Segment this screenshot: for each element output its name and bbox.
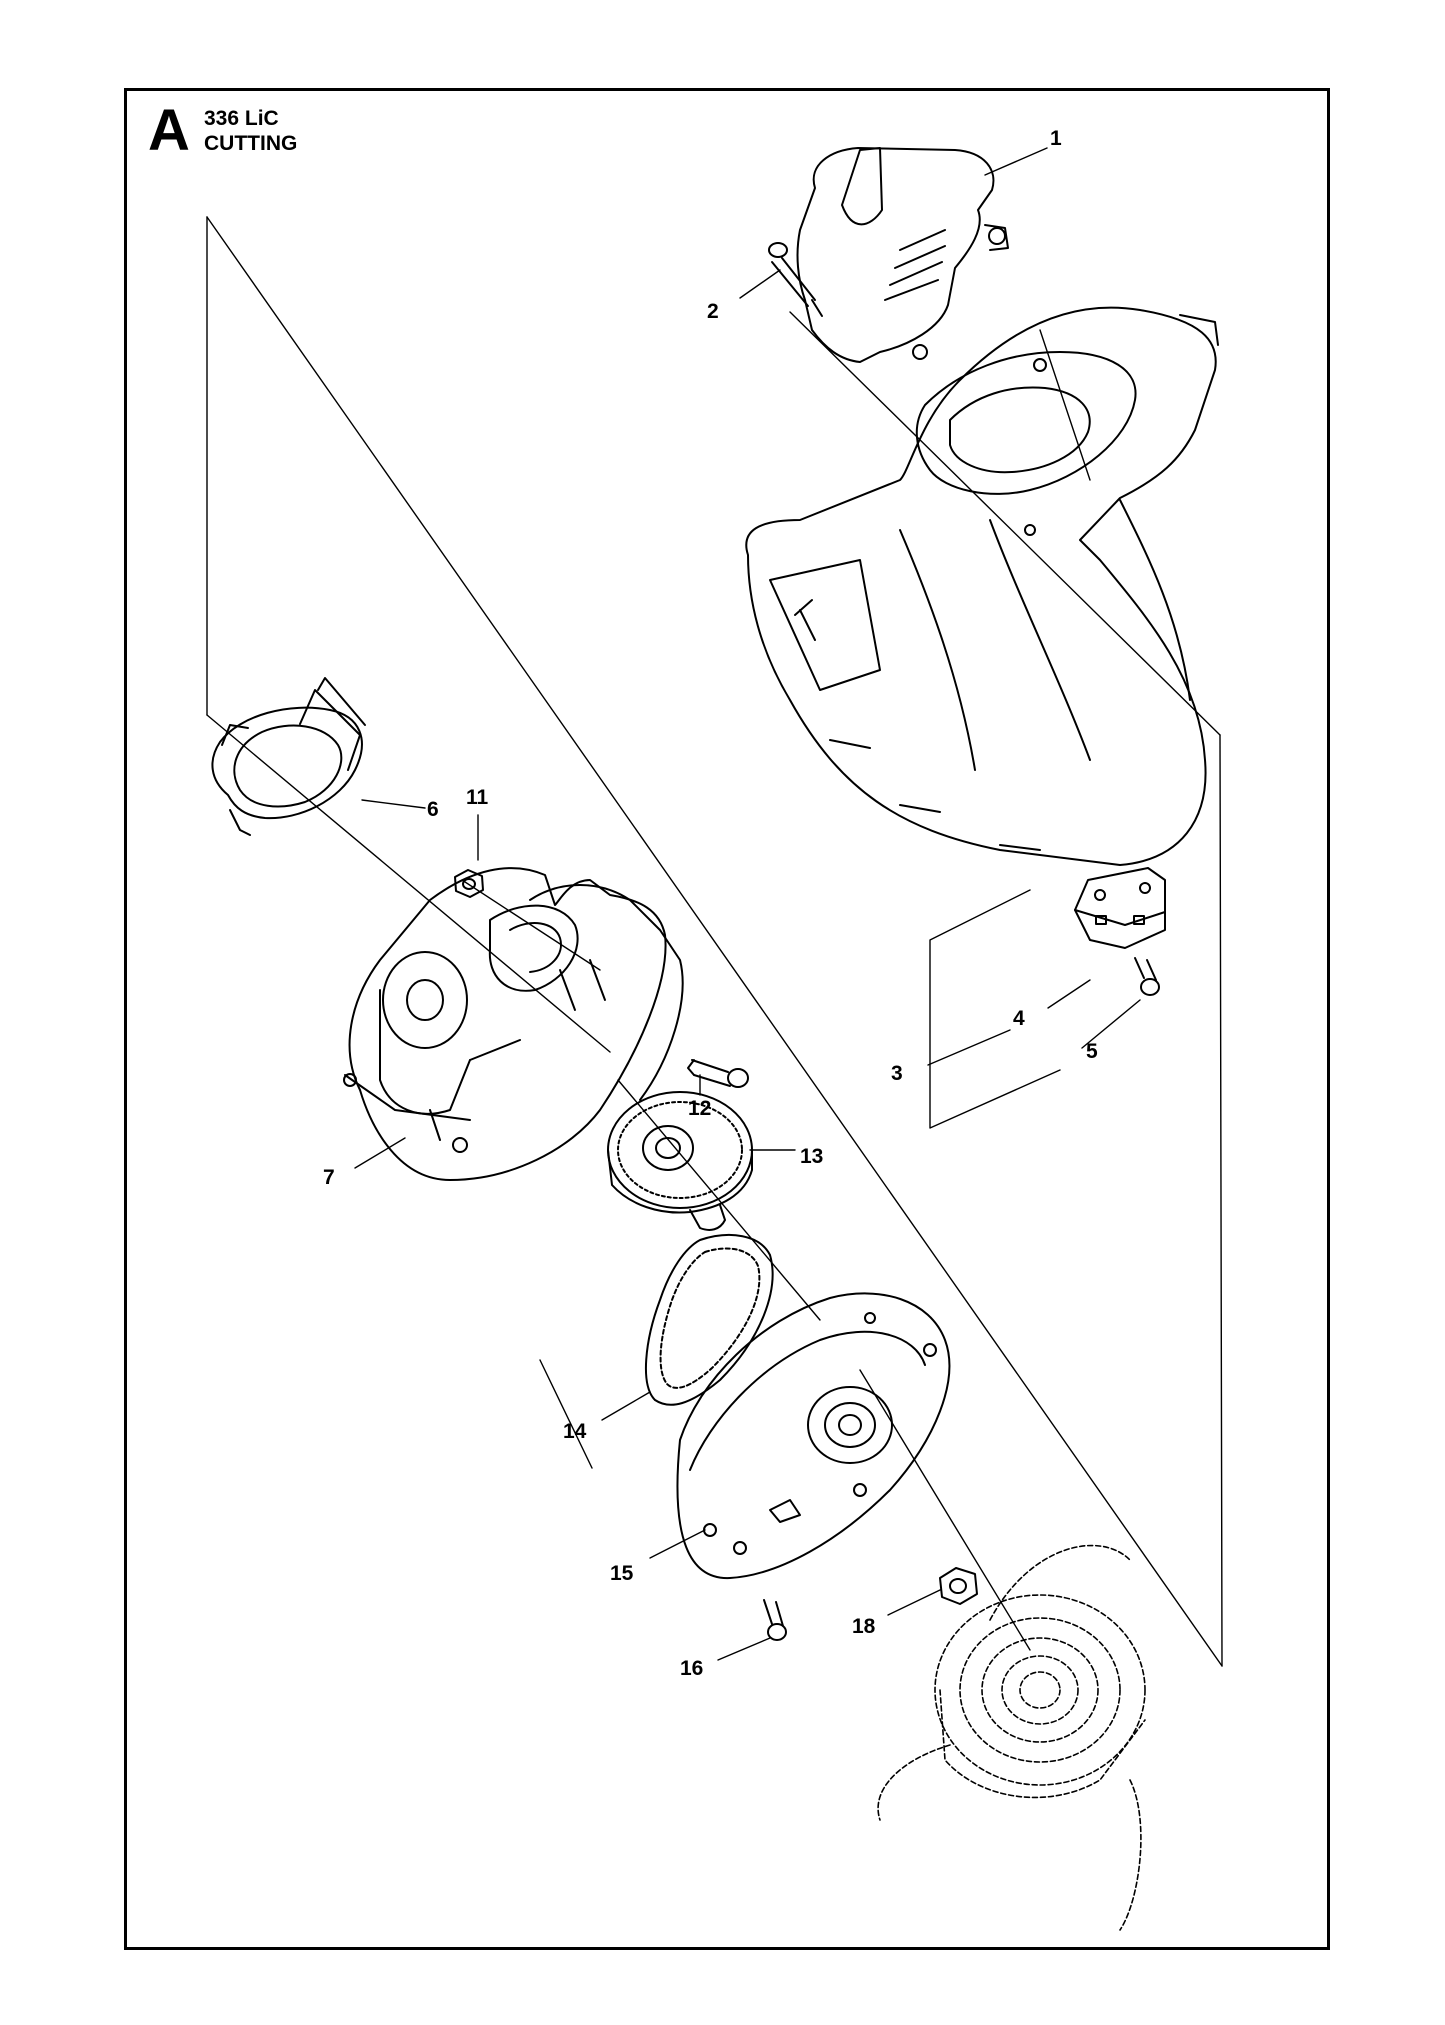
part-6-retaining-ring (211, 677, 366, 836)
callout-13: 13 (800, 1145, 823, 1168)
callout-14: 14 (563, 1420, 587, 1443)
leader-lines (354, 147, 1141, 1661)
part-13-drive-gear (607, 1091, 753, 1231)
part-16-screw (763, 1599, 787, 1641)
callout-2: 2 (707, 300, 719, 323)
callout-18: 18 (852, 1615, 876, 1638)
part-5-screw (1134, 957, 1160, 996)
trimmer-head (877, 1544, 1146, 1931)
part-7-motor-housing (343, 867, 684, 1181)
part-2-screw (768, 242, 823, 317)
callout-4: 4 (1013, 1007, 1025, 1030)
part-14-drive-belt (645, 1234, 774, 1406)
part-4-knife-plate (1074, 867, 1166, 949)
callout-12: 12 (688, 1097, 711, 1120)
part-3-trimmer-guard (745, 306, 1219, 866)
callout-11: 11 (466, 786, 489, 809)
assembly-guide-lines (206, 216, 1223, 1667)
part-12-screw (687, 1059, 749, 1088)
callout-6: 6 (427, 798, 439, 821)
model-name: 336 LiC (204, 107, 279, 130)
part-18-nut (939, 1567, 978, 1605)
callout-16: 16 (680, 1657, 703, 1680)
diagram-frame (124, 88, 1330, 1950)
callout-7: 7 (323, 1166, 335, 1189)
section-title: 336 LiC CUTTING (204, 106, 297, 156)
part-1-connector-cap (796, 147, 1009, 363)
group-name: CUTTING (204, 132, 298, 155)
callout-1: 1 (1050, 127, 1062, 150)
part-15-gear-cover (676, 1292, 951, 1580)
callout-5: 5 (1086, 1040, 1098, 1063)
section-letter: A (148, 98, 190, 163)
callout-labels: 1 2 3 4 5 6 7 11 12 13 14 15 16 18 (323, 127, 1098, 1680)
part-11-nut (454, 869, 484, 898)
callout-15: 15 (610, 1562, 634, 1585)
callout-3: 3 (891, 1062, 903, 1085)
